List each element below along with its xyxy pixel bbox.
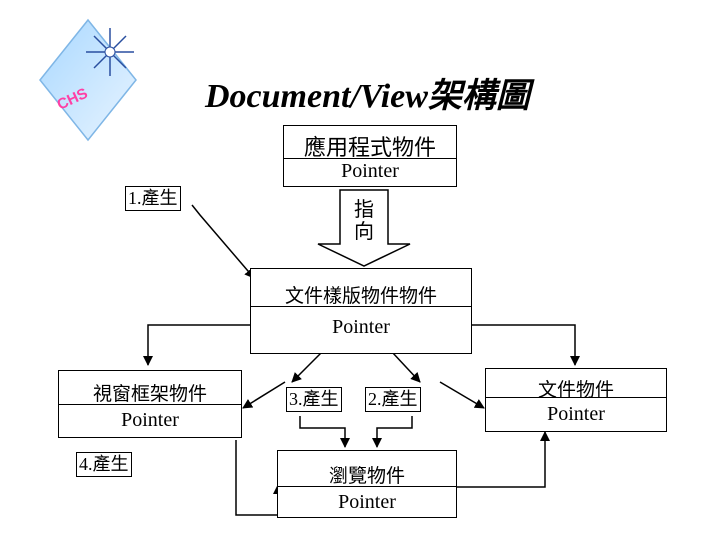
- app-object-divider: [284, 158, 456, 159]
- frame-object-pointer: Pointer: [121, 409, 179, 431]
- view-object-box: 瀏覽物件 Pointer: [277, 450, 457, 518]
- app-object-name: 應用程式物件: [303, 136, 436, 161]
- document-object-divider: [486, 397, 666, 398]
- step3-text: 產生: [302, 389, 339, 410]
- arrow-template-to-document: [470, 324, 580, 366]
- step3-number: 3.: [289, 389, 303, 409]
- logo-diamond: CHS: [39, 18, 137, 142]
- frame-object-divider: [59, 404, 241, 405]
- doc-template-pointer: Pointer: [332, 316, 390, 338]
- link-view-to-document: [455, 431, 550, 488]
- app-object-box: 應用程式物件 Pointer: [283, 125, 457, 187]
- view-object-name: 瀏覽物件: [328, 465, 405, 487]
- arrow-step1: [191, 204, 255, 279]
- step1-text: 產生: [141, 188, 178, 209]
- diagram-title: Document/View架構圖: [205, 78, 530, 115]
- big-down-arrow: [317, 189, 411, 267]
- big-arrow-label: 指向: [354, 197, 374, 243]
- step1-note: 1.產生: [125, 186, 181, 211]
- document-object-box: 文件物件 Pointer: [485, 368, 667, 432]
- arrow-template-to-step2: [391, 351, 421, 383]
- step2-note: 2.產生: [365, 387, 421, 412]
- arrow-template-to-frame: [143, 324, 250, 366]
- arrow-step3-to-frame: [242, 381, 286, 409]
- app-object-pointer: Pointer: [341, 160, 399, 182]
- frame-object-name: 視窗框架物件: [92, 383, 207, 405]
- step3-note: 3.產生: [286, 387, 342, 412]
- step2-number: 2.: [368, 389, 382, 409]
- step4-note: 4.產生: [76, 452, 132, 477]
- doc-template-divider: [251, 306, 471, 307]
- frame-object-box: 視窗框架物件 Pointer: [58, 370, 242, 438]
- arrow-step2-to-view: [372, 416, 413, 448]
- view-object-pointer: Pointer: [338, 491, 396, 513]
- document-object-name: 文件物件: [537, 379, 614, 401]
- arrow-template-to-step3: [291, 351, 323, 383]
- doc-template-box: 文件樣版物件物件 Pointer: [250, 268, 472, 354]
- arrow-step3-to-view: [299, 416, 350, 448]
- doc-template-name: 文件樣版物件物件: [284, 285, 437, 307]
- step2-text: 產生: [381, 389, 418, 410]
- step4-text: 產生: [92, 454, 129, 475]
- step1-number: 1.: [128, 188, 142, 208]
- step4-number: 4.: [79, 454, 93, 474]
- view-object-divider: [278, 486, 456, 487]
- link-frame-to-view: [235, 440, 283, 516]
- document-object-pointer: Pointer: [547, 403, 605, 425]
- arrow-step2-to-document: [439, 381, 485, 409]
